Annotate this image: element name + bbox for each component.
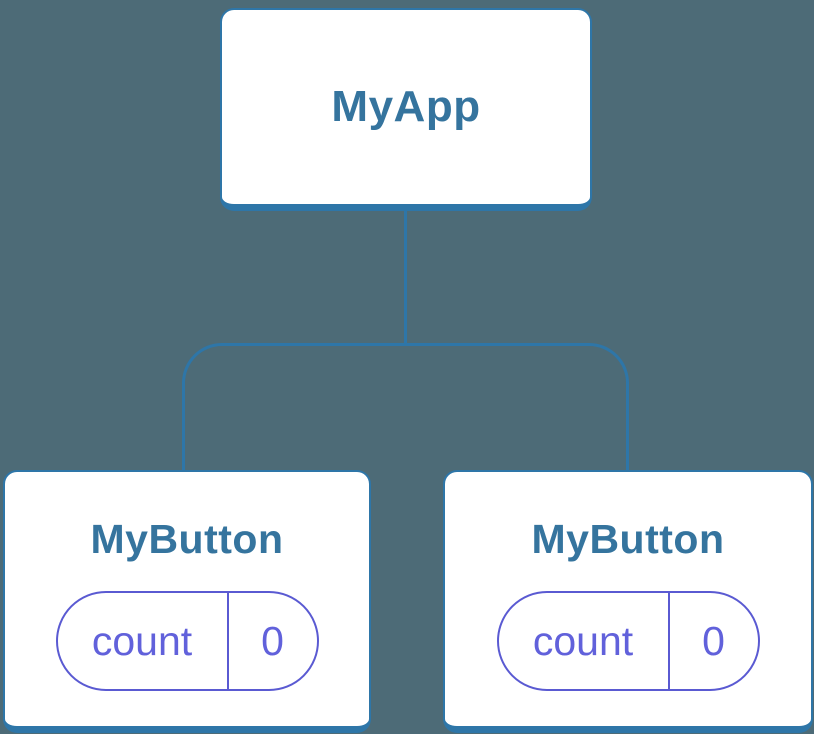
tree-node-mybutton-right: MyButton count 0: [443, 470, 813, 733]
node-label: MyButton: [531, 516, 725, 562]
connector-branch: [182, 343, 629, 470]
state-pill: count 0: [496, 591, 760, 691]
state-value: 0: [261, 617, 284, 664]
tree-node-myapp: MyApp: [220, 8, 592, 211]
node-label: MyApp: [331, 82, 481, 131]
pill-divider: [226, 593, 229, 689]
connector-stem: [404, 209, 407, 345]
tree-node-mybutton-left: MyButton count 0: [3, 470, 371, 733]
state-name: count: [91, 617, 193, 664]
state-name: count: [532, 617, 634, 664]
node-label: MyButton: [90, 516, 284, 562]
state-value: 0: [702, 617, 725, 664]
state-pill: count 0: [55, 591, 319, 691]
pill-divider: [667, 593, 670, 689]
